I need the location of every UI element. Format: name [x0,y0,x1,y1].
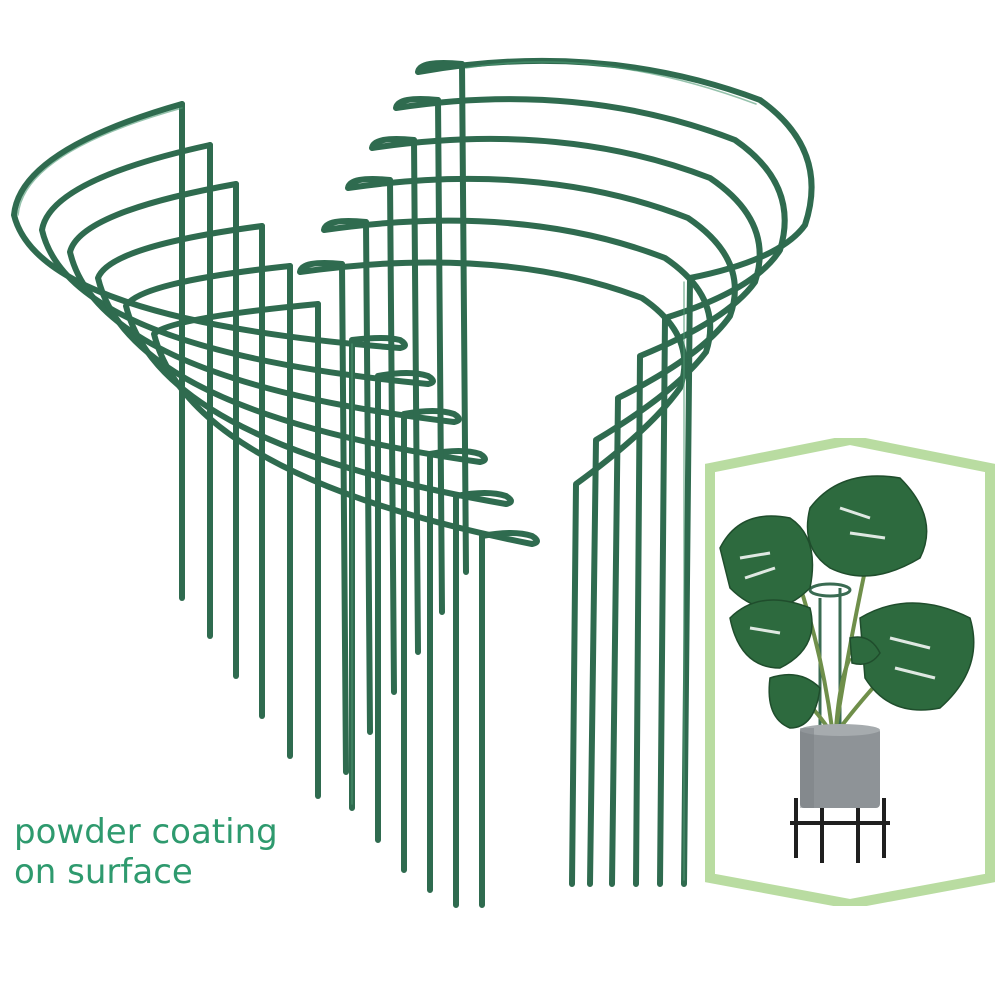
plant-stand [790,798,890,863]
left-ring-set [11,101,540,908]
right-ring-set [297,57,815,887]
caption-line-1: powder coating [14,812,278,852]
monstera-leaves [719,475,975,729]
feature-caption: powder coating on surface [14,812,278,892]
monstera-inset-photo [705,438,995,906]
caption-line-2: on surface [14,852,193,892]
concrete-pot [800,724,880,808]
